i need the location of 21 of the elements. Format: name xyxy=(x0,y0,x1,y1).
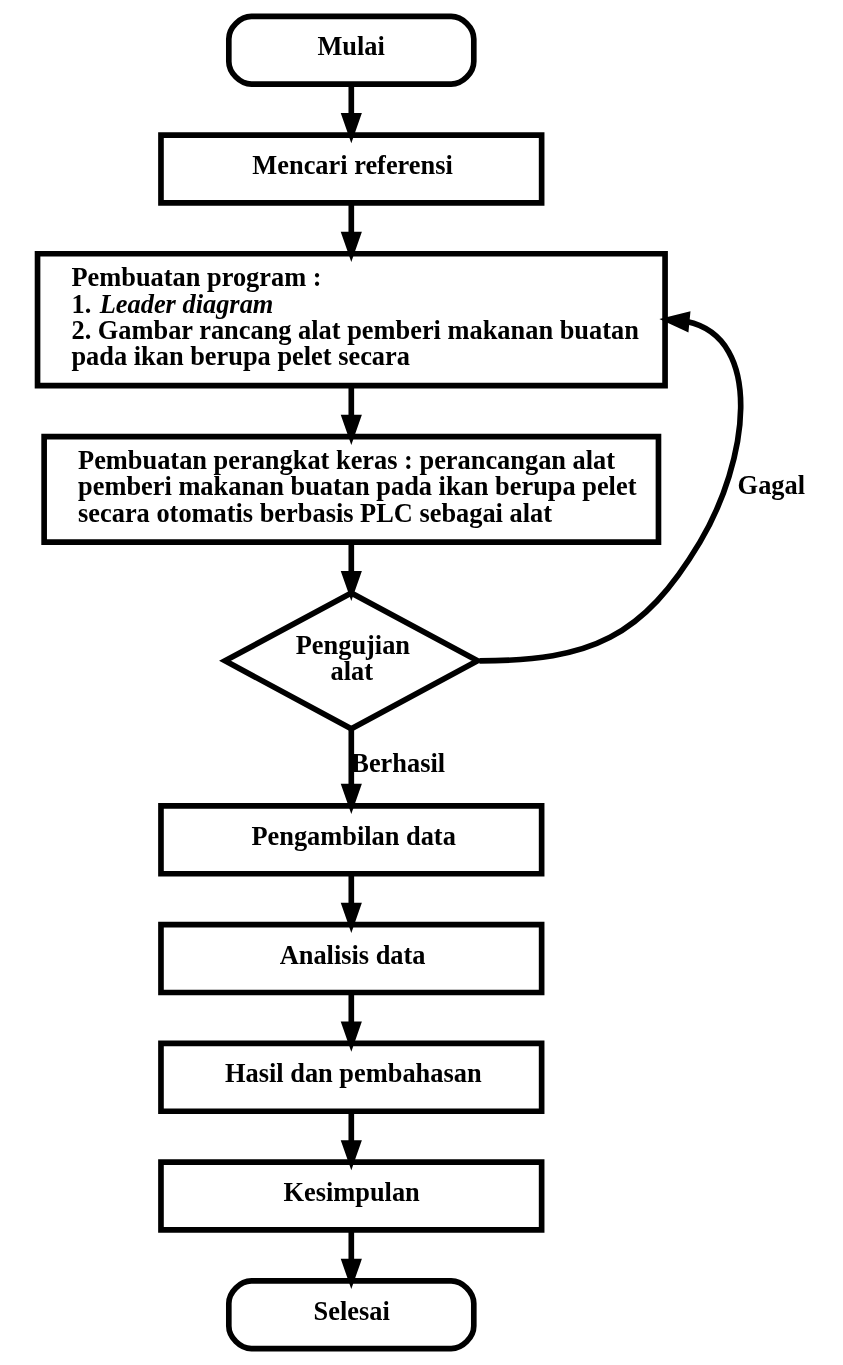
node-box: Hasil dan pembahasan xyxy=(158,1040,545,1115)
arrow xyxy=(340,874,362,933)
edge-label: Gagal xyxy=(737,470,806,501)
arrow xyxy=(340,203,362,262)
arrow xyxy=(340,542,362,602)
edge-label: Berhasil xyxy=(351,748,446,779)
node-box: Pembuatan perangkat keras : perancangan alat pemberi makanan buatan pada ikan berupa pelet secara otomatis berbasis PLC sebagai alat xyxy=(41,433,662,545)
node-box: Analisis data xyxy=(158,921,545,996)
node-box: Mulai xyxy=(226,13,477,87)
node-box: Pengambilan data xyxy=(158,803,545,877)
arrow xyxy=(340,385,362,445)
arrow xyxy=(340,728,362,815)
arrow xyxy=(340,993,362,1052)
node-box: Selesai xyxy=(226,1278,477,1352)
arrow xyxy=(340,1230,362,1290)
arrow xyxy=(479,311,744,664)
node-box: Pembuatan program : 1. Leader diagram 2. Gambar rancang alat pemberi makanan buatan pada ikan berupa pelet secara xyxy=(34,250,668,389)
arrow xyxy=(340,1111,362,1171)
node-box: Mencari referensi xyxy=(158,132,545,206)
arrow xyxy=(340,84,362,144)
node-box: Kesimpulan xyxy=(158,1159,545,1233)
